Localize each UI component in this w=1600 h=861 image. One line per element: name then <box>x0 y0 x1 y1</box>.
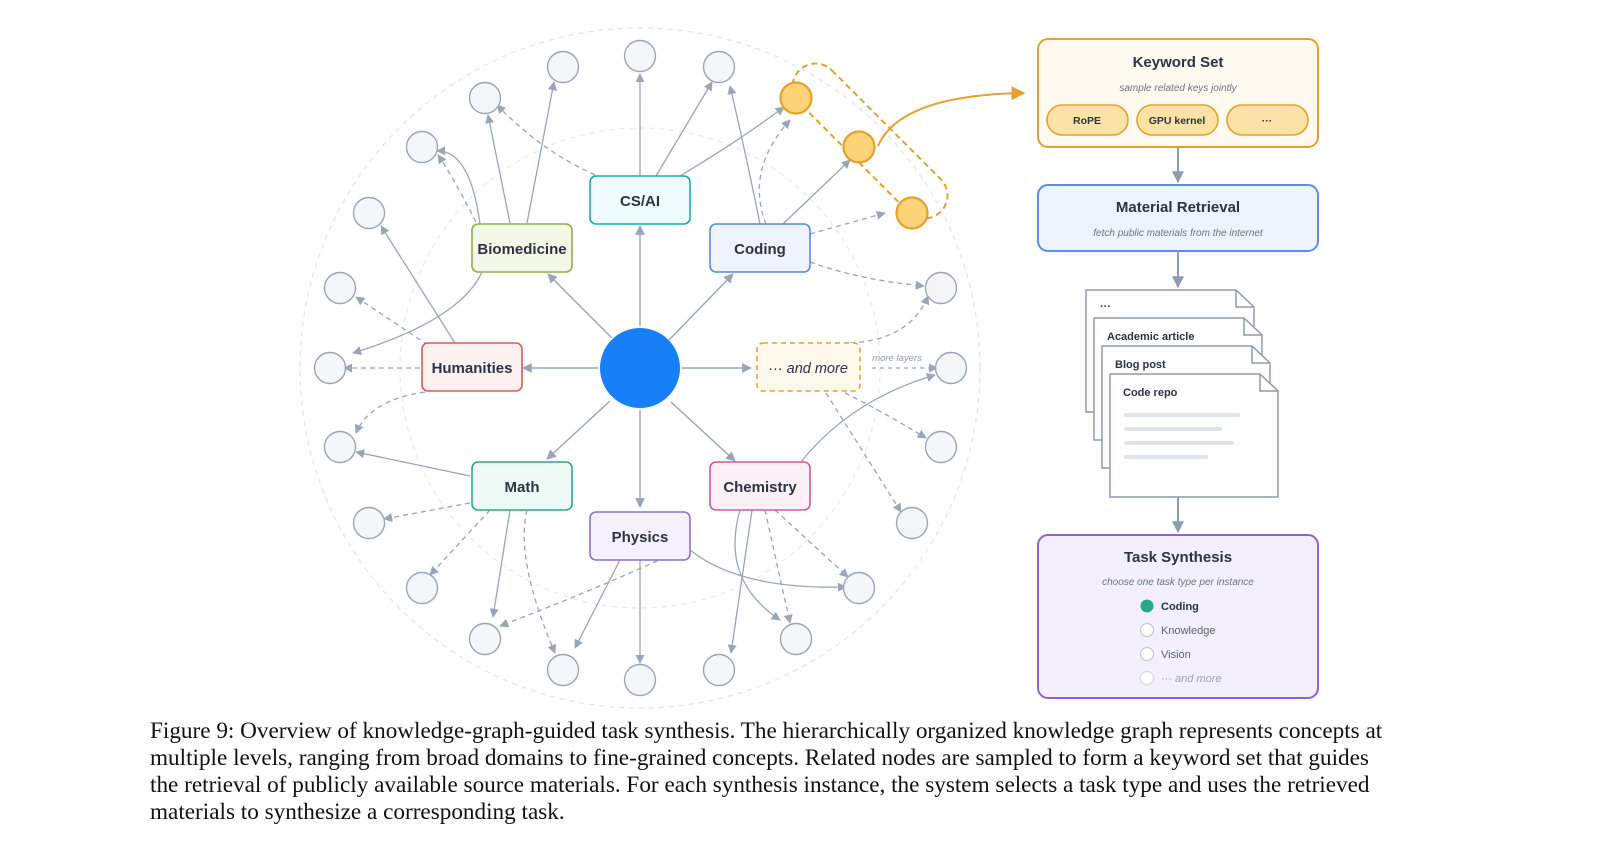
domain-label: CS/AI <box>620 193 660 210</box>
domain-label: Humanities <box>432 360 513 377</box>
task-option-vision[interactable]: Vision <box>1139 646 1191 662</box>
task-option-coding[interactable]: Coding <box>1140 599 1199 614</box>
domain-biomedicine[interactable]: Biomedicine <box>471 223 573 273</box>
document-label: Academic article <box>1107 331 1194 343</box>
leaf-edges <box>343 73 938 664</box>
task-synthesis-panel: Task Synthesis choose one task type per … <box>1037 534 1319 699</box>
keyword-chip[interactable]: GPU kernel <box>1136 104 1219 136</box>
svg-text:Vision: Vision <box>1161 649 1191 661</box>
concept-node <box>842 571 876 605</box>
center-edges <box>522 225 752 508</box>
keyword-chip[interactable]: RoPE <box>1046 104 1129 136</box>
domain-chemistry[interactable]: Chemistry <box>709 461 811 511</box>
task-option-more[interactable]: ··· and more <box>1139 670 1222 686</box>
concept-node <box>895 506 929 540</box>
concept-node <box>623 663 657 697</box>
concept-node <box>779 622 813 656</box>
caption-line: materials to synthesize a corresponding … <box>150 799 565 825</box>
keyword-set-subtitle: sample related keys jointly <box>1119 83 1237 94</box>
domain-label: ··· and more <box>768 361 848 377</box>
caption-line: the retrieval of publicly available sour… <box>150 772 1370 798</box>
concept-node <box>468 622 502 656</box>
domain-cs-ai[interactable]: CS/AI <box>589 175 691 225</box>
domain-humanities[interactable]: Humanities <box>421 342 523 392</box>
domain-physics[interactable]: Physics <box>589 511 691 561</box>
task-synthesis-title: Task Synthesis <box>1124 549 1232 566</box>
keyword-arrow <box>877 86 1026 147</box>
concept-node <box>623 39 657 73</box>
concept-node <box>405 571 439 605</box>
knowledge-graph-diagram: CS/AI Coding ··· and more more layers Ch… <box>299 27 1319 709</box>
concept-node <box>352 506 386 540</box>
document-stack <box>1085 289 1279 498</box>
keyword-set-title: Keyword Set <box>1133 54 1224 71</box>
svg-text:RoPE: RoPE <box>1073 115 1101 127</box>
domain-label: Biomedicine <box>477 241 566 258</box>
concept-node <box>702 50 736 84</box>
concept-node <box>323 430 357 464</box>
more-layers-label: more layers <box>872 353 922 364</box>
concept-node <box>352 196 386 230</box>
material-retrieval-subtitle: fetch public materials from the internet <box>1093 228 1264 239</box>
keyword-chip[interactable]: ··· <box>1226 104 1309 136</box>
concept-node <box>313 351 347 385</box>
concept-node <box>468 81 502 115</box>
concept-node <box>924 271 958 305</box>
svg-text:GPU kernel: GPU kernel <box>1149 115 1206 127</box>
figure-caption: Figure 9: Overview of knowledge-graph-gu… <box>150 718 1460 826</box>
concept-node <box>405 130 439 164</box>
domain-math[interactable]: Math <box>471 461 573 511</box>
domain-label: Physics <box>612 529 669 546</box>
caption-line: Figure 9: Overview of knowledge-graph-gu… <box>150 718 1383 744</box>
selected-concept-node[interactable] <box>779 81 813 115</box>
svg-text:Knowledge: Knowledge <box>1161 625 1215 637</box>
domain-label: Chemistry <box>723 479 797 496</box>
svg-text:···: ··· <box>1262 115 1273 127</box>
material-retrieval-title: Material Retrieval <box>1116 199 1240 216</box>
document-label: Code repo <box>1123 387 1178 399</box>
selected-concept-node[interactable] <box>895 196 929 230</box>
domain-coding[interactable]: Coding <box>709 223 811 273</box>
concept-node <box>934 351 968 385</box>
concept-node <box>546 50 580 84</box>
leaf-nodes <box>313 39 968 697</box>
selected-concept-node[interactable] <box>842 130 876 164</box>
material-retrieval-panel: Material Retrieval fetch public material… <box>1037 184 1319 252</box>
task-option-knowledge[interactable]: Knowledge <box>1139 622 1216 638</box>
document-label: ··· <box>1100 301 1111 313</box>
concept-node <box>323 271 357 305</box>
concept-node <box>924 430 958 464</box>
caption-line: multiple levels, ranging from broad doma… <box>150 745 1369 771</box>
center-node <box>600 328 680 408</box>
task-synthesis-subtitle: choose one task type per instance <box>1102 577 1254 588</box>
keyword-set-panel: Keyword Set sample related keys jointly … <box>1037 38 1319 148</box>
document-text-lines <box>1124 413 1240 459</box>
outer-ring <box>299 27 981 709</box>
domain-and-more[interactable]: ··· and more <box>756 342 861 392</box>
domain-label: Coding <box>734 241 786 258</box>
svg-text:Coding: Coding <box>1161 601 1199 613</box>
concept-node <box>546 653 580 687</box>
domain-label: Math <box>505 479 540 496</box>
svg-text:··· and more: ··· and more <box>1161 673 1222 685</box>
concept-node <box>702 653 736 687</box>
document-label: Blog post <box>1115 359 1166 371</box>
